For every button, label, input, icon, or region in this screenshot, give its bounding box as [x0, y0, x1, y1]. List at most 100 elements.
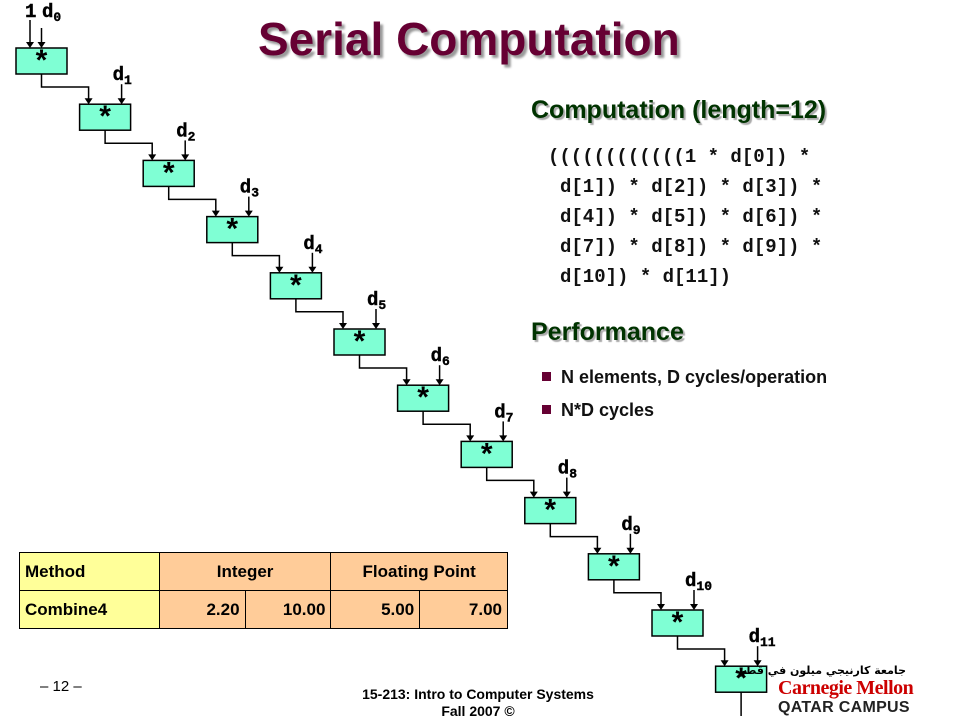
float-add-value: 5.00: [330, 590, 421, 629]
input-label: d1: [113, 64, 132, 88]
logo-campus: QATAR CAMPUS: [778, 699, 910, 716]
multiplier-box: [651, 609, 704, 637]
multiply-operator: *: [160, 159, 178, 193]
float-multiply-value: 7.00: [419, 590, 508, 629]
arrow-head-icon: [499, 435, 508, 442]
input-label: d2: [176, 120, 195, 144]
output-wire: [613, 579, 662, 606]
output-wire: [231, 242, 281, 269]
multiply-operator: *: [541, 497, 559, 531]
table-header-row: Method Integer Floating Point: [19, 552, 508, 591]
expression-line: d[10]) * d[11]): [560, 266, 732, 288]
arrow-head-icon: [211, 210, 220, 217]
output-wire: [485, 467, 535, 494]
arrow-head-icon: [148, 154, 157, 161]
multiply-operator: *: [732, 665, 750, 699]
arrow-head-icon: [308, 266, 317, 273]
course-term: Fall 2007 ©: [441, 703, 515, 719]
multiplier-box: [714, 665, 768, 693]
initial-value-label: 1: [25, 1, 36, 23]
university-logo: جامعة كارنيجي ميلون في قطر Carnegie Mell…: [739, 664, 914, 717]
expression-line: ((((((((((((1 * d[0]) *: [548, 146, 811, 168]
input-label: d11: [749, 626, 776, 650]
multiply-operator: *: [223, 216, 241, 250]
course-name: 15-213: Intro to Computer Systems: [362, 686, 594, 702]
arrow-head-icon: [37, 42, 46, 48]
output-wire: [167, 186, 217, 213]
row-method: Combine4: [19, 590, 160, 629]
square-bullet-icon: [542, 405, 551, 414]
performance-bullet: N elements, D cycles/operation: [542, 364, 827, 397]
multiplier-box: [396, 384, 450, 412]
performance-bullet: N*D cycles: [542, 397, 827, 430]
square-bullet-icon: [542, 372, 551, 381]
input-label: d9: [621, 514, 640, 538]
integer-multiply-value: 10.00: [244, 590, 332, 629]
header-floating-point: Floating Point: [330, 552, 508, 591]
arrow-head-icon: [26, 42, 34, 48]
multiply-operator: *: [414, 384, 432, 418]
arrow-head-icon: [753, 660, 762, 667]
expression-block: ((((((((((((1 * d[0]) * d[1]) * d[2]) * …: [548, 142, 822, 292]
expression-line: d[1]) * d[2]) * d[3]) *: [560, 176, 823, 198]
logo-arabic-text: جامعة كارنيجي ميلون في قطر: [739, 664, 906, 677]
performance-heading: Performance: [531, 318, 684, 346]
arrow-head-icon: [593, 547, 602, 554]
arrow-head-icon: [720, 660, 729, 667]
integer-add-value: 2.20: [158, 590, 246, 629]
header-integer: Integer: [158, 552, 332, 591]
expression-line: d[7]) * d[8]) * d[9]) *: [560, 236, 823, 258]
page-number: – 12 –: [40, 678, 82, 695]
input-label: d6: [431, 345, 450, 369]
arrow-head-icon: [435, 379, 444, 386]
multiplier-box: [206, 215, 259, 244]
arrow-head-icon: [117, 98, 126, 105]
output-wire: [422, 411, 471, 438]
multiply-operator: *: [668, 609, 686, 643]
arrow-head-icon: [275, 266, 284, 273]
multiplier-box: [460, 440, 513, 469]
multiply-operator: *: [350, 328, 368, 362]
performance-bullet-text: N*D cycles: [561, 400, 655, 420]
input-label: d5: [367, 289, 386, 313]
input-label: d8: [558, 458, 577, 482]
computation-heading: Computation (length=12): [531, 96, 827, 124]
performance-table: Method Integer Floating Point Combine4 2…: [19, 552, 508, 629]
arrow-head-icon: [626, 547, 635, 554]
arrow-head-icon: [690, 604, 698, 610]
arrow-head-icon: [657, 604, 665, 610]
input-label: d0: [42, 1, 61, 25]
arrow-head-icon: [562, 491, 571, 498]
arrow-head-icon: [402, 379, 411, 386]
performance-bullet-text: N elements, D cycles/operation: [561, 367, 828, 387]
arrow-head-icon: [244, 210, 253, 217]
arrow-head-icon: [181, 154, 190, 161]
multiply-operator: *: [32, 47, 50, 81]
header-method: Method: [19, 552, 160, 591]
multiply-operator: *: [96, 103, 114, 137]
footer-course-info: 15-213: Intro to Computer Systems Fall 2…: [343, 686, 613, 720]
input-label: d10: [685, 570, 712, 594]
output-wire: [104, 130, 153, 157]
multiply-operator: *: [287, 272, 305, 306]
multiplier-box: [333, 328, 386, 356]
arrow-head-icon: [529, 491, 538, 498]
logo-name: Carnegie Mellon: [778, 677, 914, 699]
arrow-head-icon: [339, 323, 347, 329]
output-wire: [549, 523, 599, 550]
output-wire: [295, 298, 344, 325]
output-wire: [358, 355, 408, 382]
slide-title: Serial Computation: [258, 13, 680, 65]
table-row: Combine4 2.20 10.00 5.00 7.00: [19, 590, 508, 629]
arrow-head-icon: [84, 98, 93, 105]
input-label: d7: [494, 401, 513, 425]
multiplier-box: [524, 496, 577, 525]
performance-list: N elements, D cycles/operation N*D cycle…: [542, 364, 827, 430]
input-label: d4: [303, 233, 322, 257]
output-wire: [40, 74, 90, 101]
multiply-operator: *: [478, 440, 496, 474]
arrow-head-icon: [466, 435, 475, 442]
output-wire: [676, 636, 726, 663]
arrow-head-icon: [372, 323, 380, 329]
